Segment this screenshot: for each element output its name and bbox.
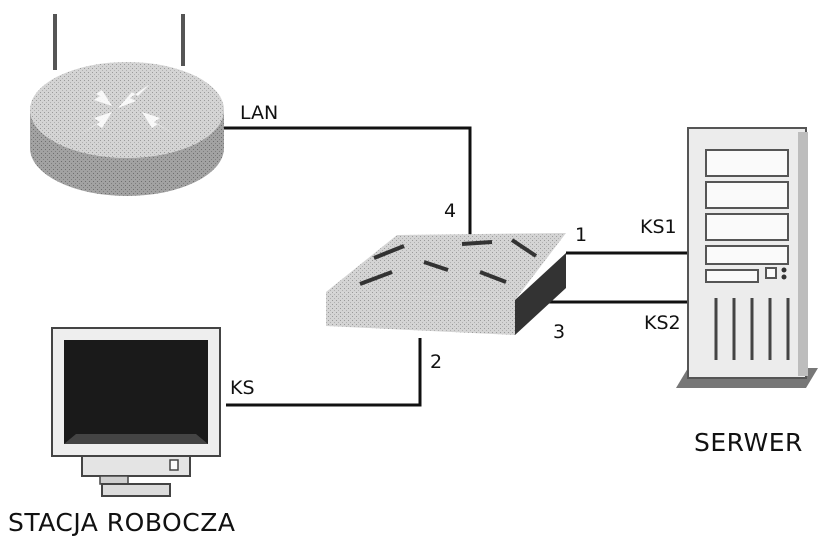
cable-ks — [226, 338, 420, 405]
monitor-icon — [52, 328, 220, 496]
switch-icon — [326, 233, 566, 335]
ks2-label: KS2 — [644, 314, 681, 333]
ks-label: KS — [230, 379, 255, 398]
port-1-label: 1 — [575, 226, 587, 245]
server-icon — [676, 128, 818, 388]
lan-label: LAN — [240, 104, 278, 123]
port-4-label: 4 — [444, 202, 456, 221]
cable-lan — [222, 128, 470, 238]
port-2-label: 2 — [430, 353, 442, 372]
router-icon — [30, 14, 224, 196]
port-3-label: 3 — [553, 323, 565, 342]
server-caption: SERWER — [694, 430, 803, 455]
ks1-label: KS1 — [640, 218, 677, 237]
workstation-caption: STACJA ROBOCZA — [8, 510, 235, 535]
